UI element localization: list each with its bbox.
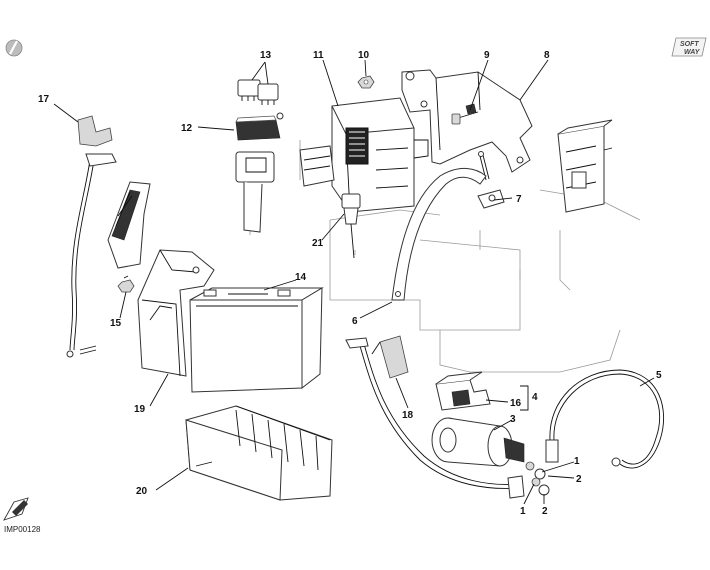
callout-14: 14 (295, 272, 307, 283)
ecu-bracket (401, 69, 533, 173)
starter-cable-5 (545, 369, 664, 469)
callout-4: 4 (532, 392, 538, 403)
ecu-control-unit (299, 97, 429, 213)
nuts-washers (525, 461, 550, 496)
fuse-box (557, 119, 613, 213)
drawing-code: IMP00128 (4, 525, 41, 534)
callout-8: 8 (544, 50, 550, 61)
battery-support-19 (137, 249, 215, 377)
terminal-cover-17 (77, 115, 113, 147)
callout-20: 20 (136, 486, 148, 497)
callout-6: 6 (352, 316, 358, 327)
nut-10 (357, 75, 375, 89)
callout-13: 13 (260, 50, 272, 61)
logo-line2: WAY (684, 49, 701, 56)
sensor-21 (341, 193, 361, 259)
relay-bracket-16 (435, 371, 491, 411)
callout-11: 11 (313, 50, 324, 61)
bolt-7 (477, 151, 505, 209)
relay-pair (237, 79, 279, 105)
relay-connector (235, 151, 275, 233)
callouts: 13 12 11 10 9 8 17 15 14 21 6 7 19 20 18… (38, 50, 662, 517)
battery-14 (189, 287, 324, 393)
leader-lines (53, 59, 655, 505)
terminal-cover-18 (371, 335, 409, 379)
section-marker-icon (5, 39, 23, 57)
callout-3: 3 (510, 414, 516, 425)
callout-5: 5 (656, 370, 662, 381)
callout-19: 19 (134, 404, 146, 415)
nut-15 (117, 275, 135, 293)
callout-18: 18 (402, 410, 414, 421)
callout-16: 16 (510, 398, 522, 409)
logo-line1: SOFT (680, 41, 699, 48)
callout-2-upper: 2 (576, 474, 582, 485)
callout-21: 21 (312, 238, 324, 249)
negative-cable (66, 153, 117, 358)
fuse-holder (107, 181, 151, 269)
softway-logo: SOFT WAY (671, 37, 707, 57)
callout-10: 10 (358, 50, 370, 61)
callout-15: 15 (110, 318, 122, 329)
callout-1-upper: 1 (574, 456, 580, 467)
positive-cable (345, 337, 525, 499)
callout-17: 17 (38, 94, 50, 105)
battery-strap (391, 168, 487, 301)
callout-12: 12 (181, 123, 193, 134)
book-reference-icon (3, 497, 29, 521)
relay-socket-cover (235, 112, 284, 141)
battery-tray-20 (185, 405, 333, 501)
callout-9: 9 (484, 50, 490, 61)
screw-9 (451, 103, 479, 125)
starter-solenoid-3 (431, 417, 525, 467)
callout-1-lower: 1 (520, 506, 526, 517)
callout-2-lower: 2 (542, 506, 548, 517)
callout-7: 7 (516, 194, 522, 205)
